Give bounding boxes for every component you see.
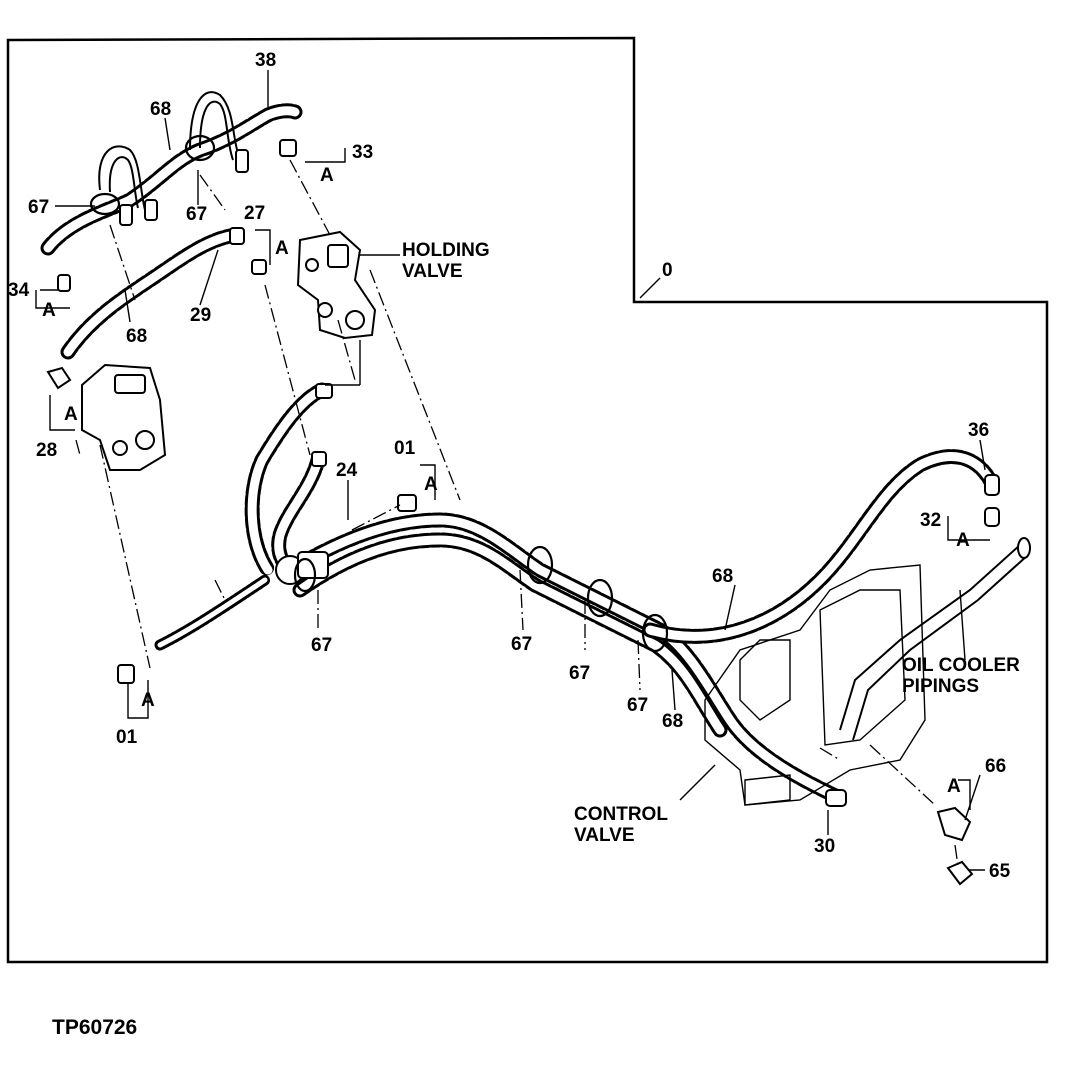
fitting-27	[251, 259, 267, 275]
part-number-28: 28	[36, 440, 57, 461]
detail-mark-a: A	[320, 165, 334, 186]
detail-mark-a: A	[424, 474, 438, 495]
diagram-frame	[6, 36, 1049, 964]
part-number-65: 65	[989, 861, 1011, 882]
fitting-28	[46, 366, 72, 390]
fitting-33	[279, 139, 297, 157]
fitting-65	[946, 860, 974, 886]
part-number-labels: 38 68 33 67 67 27 34 68 29 0 28 01 24 36…	[8, 50, 1011, 882]
part-number-38: 38	[255, 50, 276, 71]
elbow-66	[936, 806, 972, 842]
hose-68-upper	[40, 103, 303, 256]
control-valve-body	[704, 564, 926, 806]
fitting-32	[984, 507, 1000, 527]
part-number-30: 30	[814, 836, 835, 857]
fittings	[57, 139, 1000, 886]
hose-group	[40, 91, 998, 806]
part-number-01: 01	[394, 438, 416, 459]
part-number-68: 68	[662, 711, 683, 732]
clamps-67	[89, 134, 669, 653]
oil-cooler-label-line1: OIL COOLER	[902, 655, 1020, 676]
hose-29	[60, 227, 243, 360]
part-number-0: 0	[662, 260, 673, 281]
callout-holding-valve: HOLDING VALVE	[402, 240, 490, 282]
fitting-29-end	[229, 227, 245, 245]
part-number-68: 68	[712, 566, 733, 587]
part-number-33: 33	[352, 142, 373, 163]
callout-oil-cooler: OIL COOLER PIPINGS	[902, 655, 1020, 697]
part-number-32: 32	[920, 510, 941, 531]
part-number-29: 29	[190, 305, 211, 326]
detail-mark-a: A	[275, 238, 289, 259]
u-pipe-left	[98, 145, 146, 211]
oil-cooler-pipe	[839, 537, 1031, 741]
detail-marks: A A A A A A A A	[42, 165, 970, 797]
detail-mark-a: A	[64, 404, 78, 425]
part-number-67: 67	[28, 197, 49, 218]
valve-block-left	[46, 363, 167, 471]
oil-cooler-label-line2: PIPINGS	[902, 676, 979, 697]
detail-mark-a: A	[956, 530, 970, 551]
control-valve-label-line2: VALVE	[574, 825, 635, 846]
fitting-36-end	[984, 474, 1000, 496]
fitting-01-right	[397, 494, 417, 512]
detail-mark-a: A	[42, 300, 56, 321]
figure-id: TP60726	[52, 1016, 137, 1039]
part-number-01: 01	[116, 727, 138, 748]
part-number-24: 24	[336, 460, 358, 481]
part-number-68: 68	[126, 326, 147, 347]
holding-valve-label-line1: HOLDING	[402, 240, 490, 261]
leader-lines	[35, 70, 990, 871]
fitting-38-end	[235, 149, 249, 173]
holding-valve-label-line2: VALVE	[402, 261, 463, 282]
detail-mark-a: A	[947, 776, 961, 797]
part-number-67: 67	[569, 663, 590, 684]
leader-0	[639, 277, 661, 299]
fitting-01-left	[117, 664, 135, 684]
detail-mark-a: A	[141, 690, 155, 711]
part-number-68: 68	[150, 99, 171, 120]
part-number-36: 36	[968, 420, 989, 441]
part-number-67: 67	[311, 635, 332, 656]
part-number-27: 27	[244, 203, 265, 224]
part-number-34: 34	[8, 280, 30, 301]
part-number-67: 67	[511, 634, 532, 655]
part-number-67: 67	[627, 695, 648, 716]
control-valve-label-line1: CONTROL	[574, 804, 668, 825]
holding-valve-block	[296, 230, 377, 340]
u-pipe-right	[189, 91, 241, 161]
part-number-67: 67	[186, 204, 207, 225]
fitting-30-end	[825, 789, 847, 807]
alignment-lines	[75, 159, 959, 867]
hose-main-bundle	[282, 512, 848, 806]
part-number-66: 66	[985, 756, 1006, 777]
fitting-34	[57, 274, 71, 292]
callout-control-valve: CONTROL VALVE	[574, 804, 668, 846]
